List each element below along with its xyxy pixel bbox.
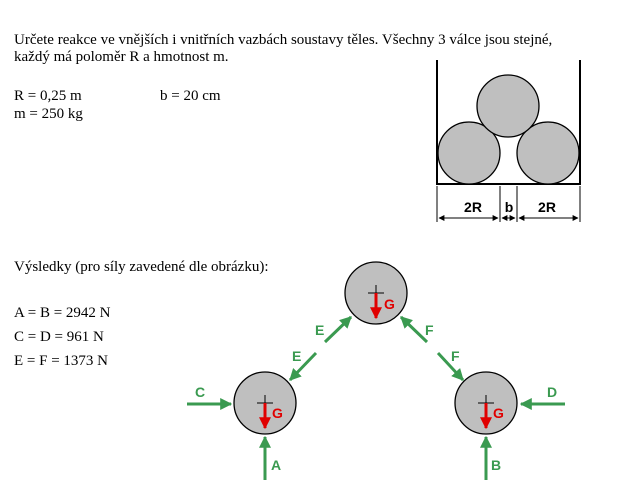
dim-mid-label: b <box>505 199 514 215</box>
force-e-upper-arrow <box>323 315 353 344</box>
free-body-diagrams: G E F G E C A G F D B <box>187 261 565 480</box>
force-e-upper-label: E <box>315 322 324 338</box>
gravity-label-right: G <box>493 405 504 421</box>
result-cd: C = D = 961 N <box>14 329 104 345</box>
force-f-lower-label: F <box>451 348 460 364</box>
result-ab: A = B = 2942 N <box>14 305 111 321</box>
results-heading: Výsledky (pro síly zavedené dle obrázku)… <box>14 259 269 275</box>
force-e-lower-arrow <box>288 351 318 382</box>
cylinder-bottom-left <box>437 121 501 185</box>
problem-text-line-1: Určete reakce ve vnějších i vnitřních va… <box>14 32 553 48</box>
force-a-label: A <box>271 457 281 473</box>
gravity-label-left: G <box>272 405 283 421</box>
dim-right-label: 2R <box>538 199 556 215</box>
force-f-lower-arrow <box>436 351 465 382</box>
problem-text-line-2: každý má poloměr R a hmotnost m. <box>14 49 229 65</box>
result-ef: E = F = 1373 N <box>14 353 109 369</box>
force-d-label: D <box>547 384 557 400</box>
force-f-upper-label: F <box>425 322 434 338</box>
given-gap: b = 20 cm <box>160 88 221 104</box>
force-f-upper-arrow <box>399 315 429 344</box>
cylinder-top <box>476 74 540 138</box>
container-diagram: 2R b 2R <box>436 60 581 222</box>
force-b-label: B <box>491 457 501 473</box>
gravity-label-top: G <box>384 296 395 312</box>
dim-left-label: 2R <box>464 199 482 215</box>
force-c-label: C <box>195 384 205 400</box>
force-e-lower-label: E <box>292 348 301 364</box>
given-radius: R = 0,25 m <box>14 88 82 104</box>
given-mass: m = 250 kg <box>14 106 83 122</box>
cylinder-bottom-right <box>516 121 580 185</box>
